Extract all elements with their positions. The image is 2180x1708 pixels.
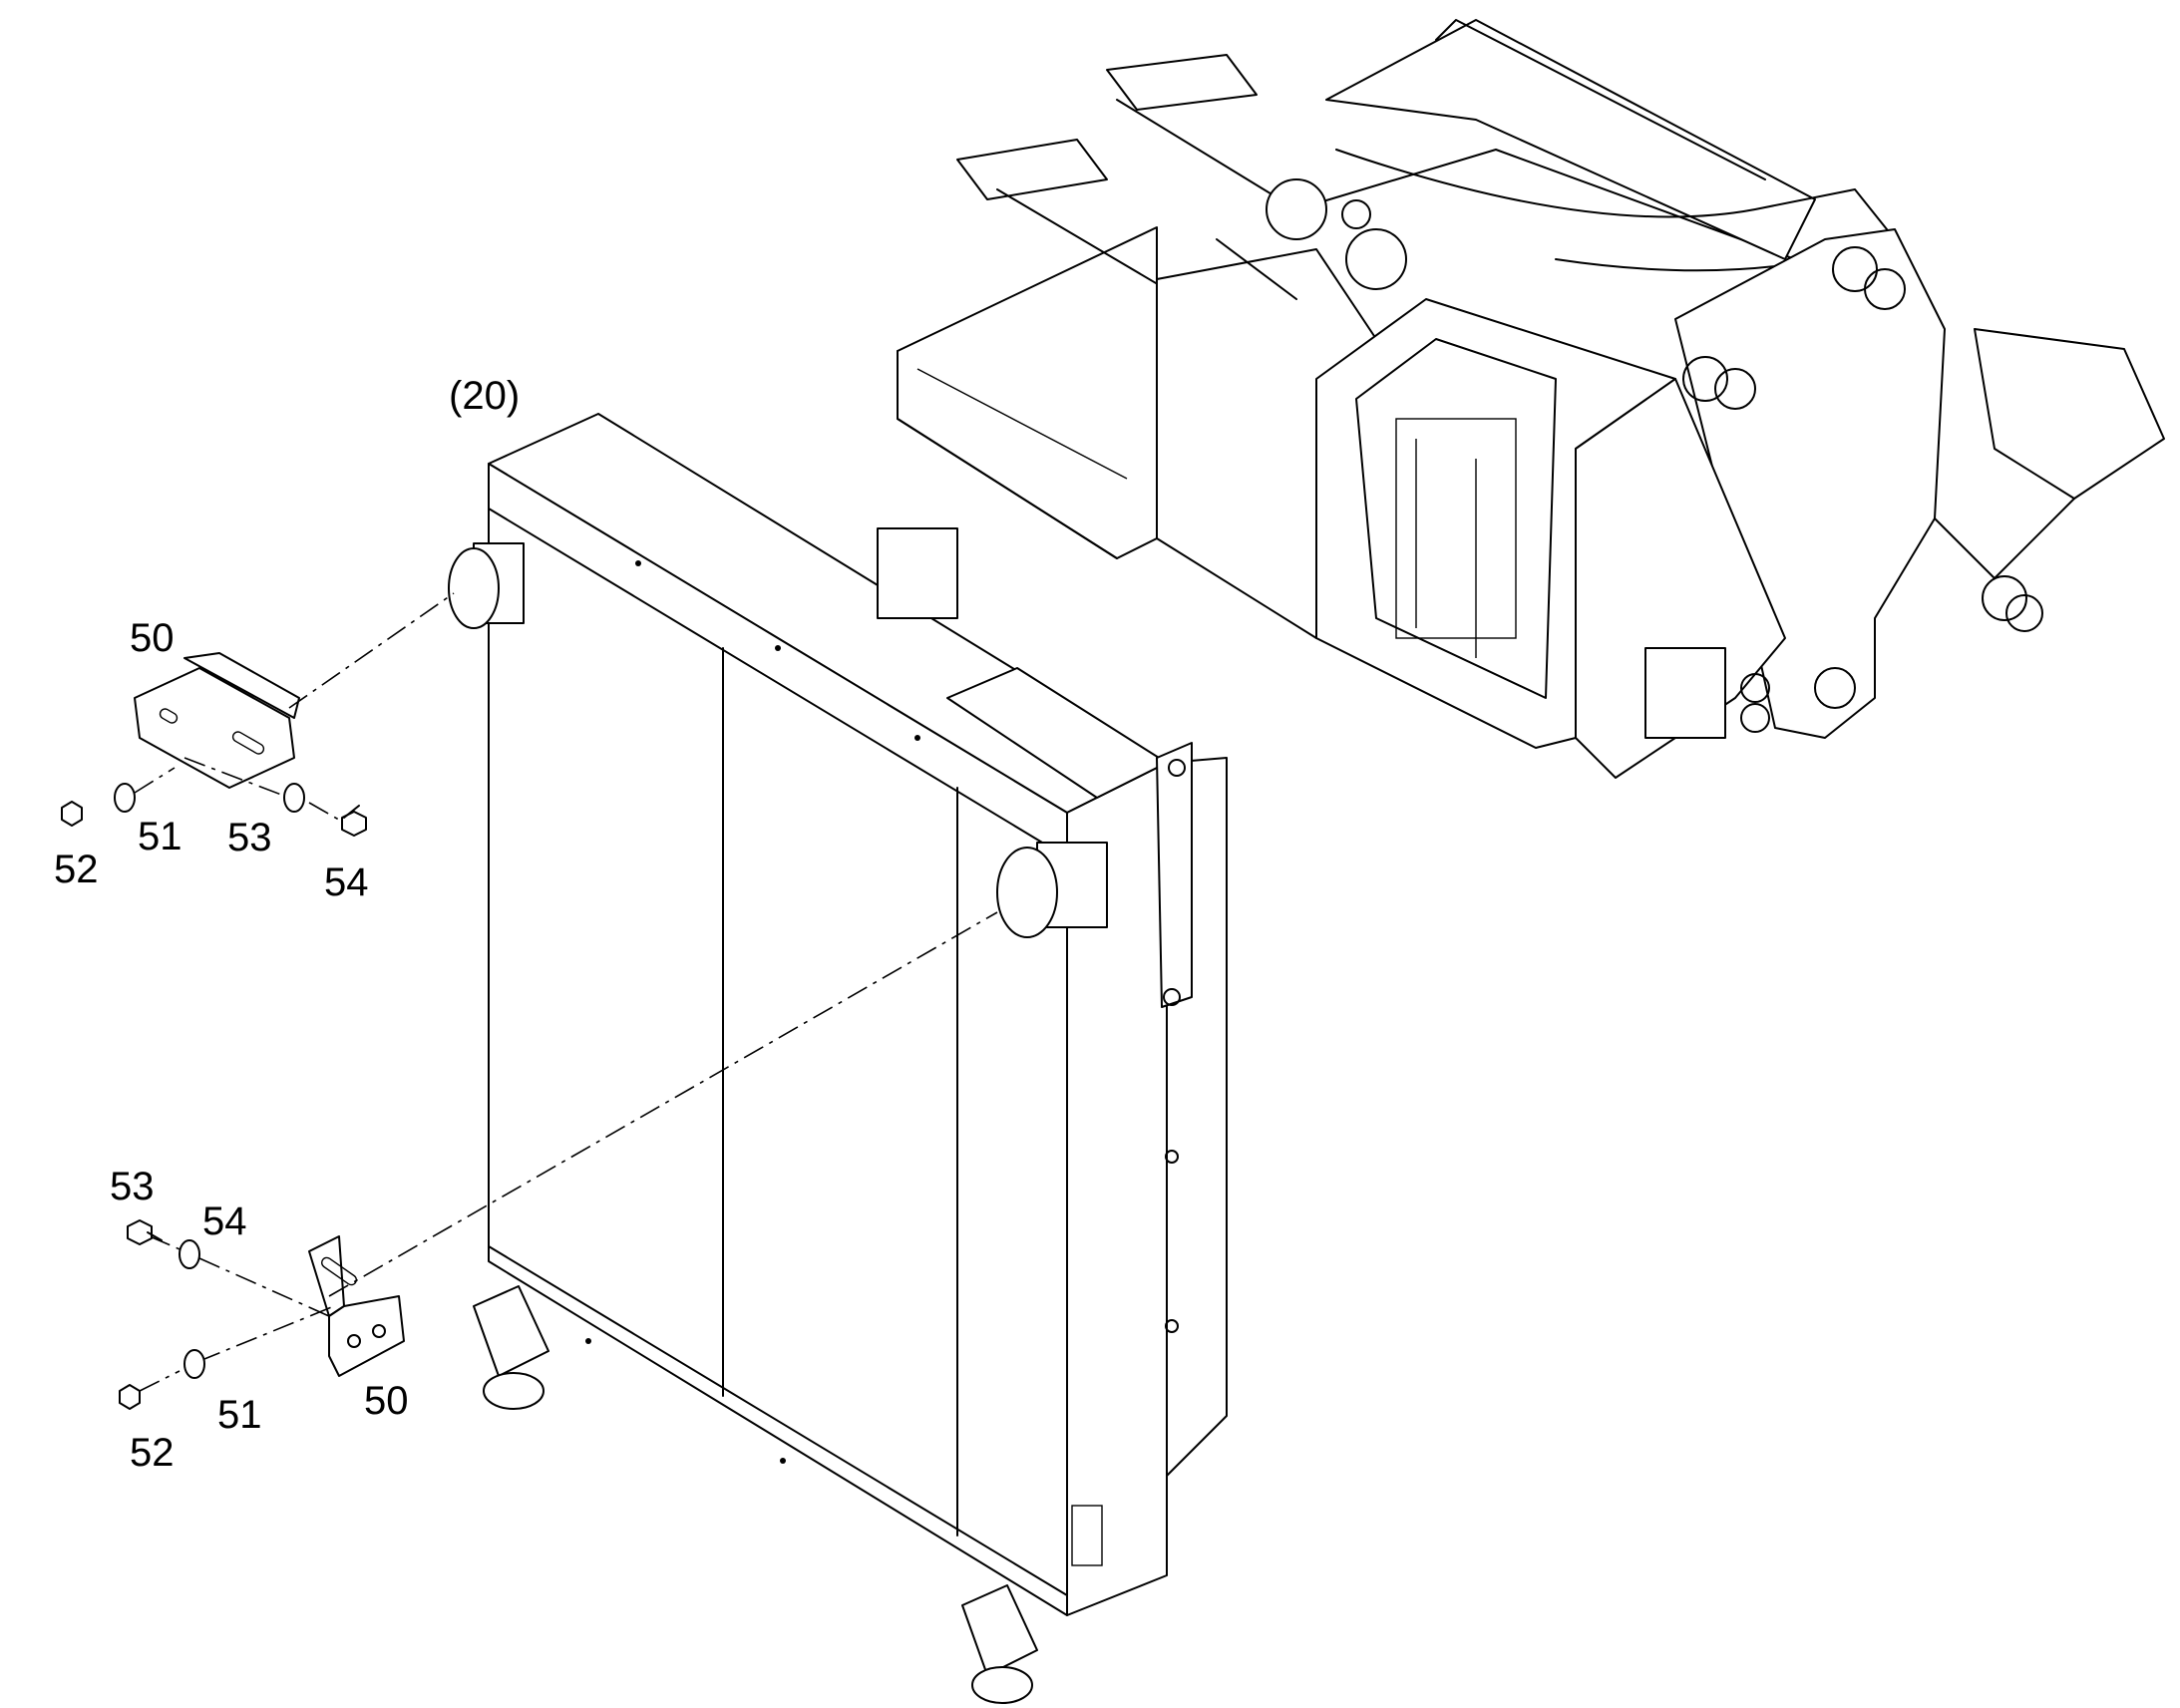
lower-mount-hardware	[119, 911, 998, 1410]
upper-bolt-54	[341, 805, 367, 837]
assembly-callout: (20)	[449, 374, 520, 418]
callout-upper-bolt: 54	[324, 860, 369, 904]
callout-lower-bracket: 50	[364, 1379, 409, 1423]
callout-upper-nut: 52	[54, 848, 99, 891]
lower-washer-54	[179, 1239, 200, 1269]
callout-lower-washer-b: 54	[202, 1199, 247, 1243]
upper-mount-hardware	[61, 592, 455, 837]
callout-lower-bolt: 53	[110, 1165, 155, 1208]
callout-upper-washer: 51	[138, 815, 182, 858]
callout-lower-washer: 51	[217, 1393, 262, 1437]
callout-lower-nut: 52	[130, 1431, 175, 1475]
lower-nut-52	[119, 1384, 141, 1410]
callout-upper-bracket: 50	[130, 616, 175, 660]
machine-frame	[897, 19, 2165, 779]
upper-washer-53	[283, 783, 305, 813]
upper-washer-51	[114, 783, 136, 813]
callout-upper-washer-b: 53	[227, 816, 272, 859]
upper-nut-52	[61, 801, 83, 827]
lower-bolt-53	[127, 1219, 163, 1245]
radiator-assembly	[448, 413, 1228, 1704]
lower-washer-51	[183, 1349, 205, 1379]
lower-bracket-50	[308, 1235, 405, 1377]
upper-bracket-50	[134, 652, 300, 789]
